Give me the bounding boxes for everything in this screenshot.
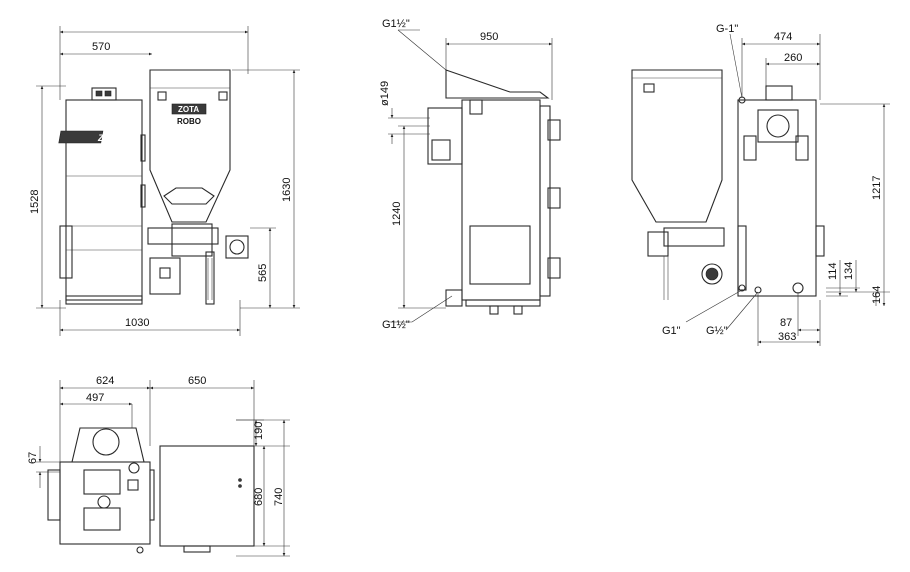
front-view: ZOTA ZOTA ROBO bbox=[29, 26, 300, 336]
dim-67: 67 bbox=[27, 452, 39, 464]
dim-flue-diameter: ø149 bbox=[379, 81, 391, 106]
dim-1030: 1030 bbox=[125, 317, 149, 329]
dim-1217: 1217 bbox=[871, 176, 883, 200]
label-inlet-top: G1½" bbox=[382, 18, 410, 30]
dim-474: 474 bbox=[774, 31, 792, 43]
dim-363: 363 bbox=[778, 331, 796, 343]
dim-680: 680 bbox=[253, 488, 265, 506]
dim-1528: 1528 bbox=[29, 190, 41, 214]
dim-1630: 1630 bbox=[281, 178, 293, 202]
dim-624: 624 bbox=[96, 375, 114, 387]
dim-1240: 1240 bbox=[391, 202, 403, 226]
dim-260: 260 bbox=[784, 52, 802, 64]
dim-497: 497 bbox=[86, 392, 104, 404]
hopper-logo-text: ZOTA bbox=[178, 105, 199, 114]
label-g1: G1" bbox=[662, 325, 681, 337]
dim-950: 950 bbox=[480, 31, 498, 43]
hopper-logo: ZOTA ROBO bbox=[171, 103, 207, 126]
dim-190: 190 bbox=[253, 422, 265, 440]
top-view: 624 650 497 67 190 680 740 bbox=[27, 375, 290, 557]
dim-87: 87 bbox=[780, 317, 792, 329]
label-outlet-bottom: G1½" bbox=[382, 319, 410, 331]
dim-650: 650 bbox=[188, 375, 206, 387]
dim-570: 570 bbox=[92, 41, 110, 53]
label-g1-top: G-1" bbox=[716, 23, 738, 35]
front-logo: ZOTA bbox=[58, 130, 122, 144]
front-logo-text: ZOTA bbox=[97, 133, 122, 143]
dim-164: 164 bbox=[871, 286, 883, 304]
side-view: 950 ø149 1240 G1½" G1½" bbox=[379, 18, 561, 331]
dim-740: 740 bbox=[273, 488, 285, 506]
hopper-model-text: ROBO bbox=[177, 117, 201, 126]
dim-114: 114 bbox=[827, 262, 839, 280]
rear-view: G-1" 474 260 1217 114 134 164 87 363 G1"… bbox=[631, 23, 890, 346]
dim-565: 565 bbox=[257, 264, 269, 282]
dim-134: 134 bbox=[843, 262, 855, 280]
label-g-half: G½" bbox=[706, 325, 728, 337]
